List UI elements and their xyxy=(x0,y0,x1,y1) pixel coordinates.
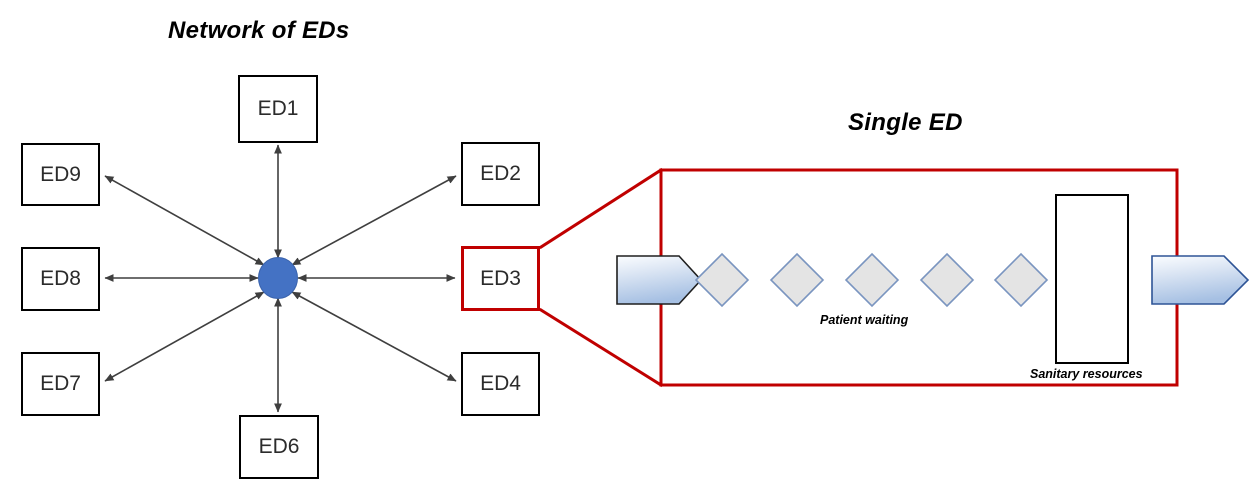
single-ed-panel-title: Single ED xyxy=(848,109,963,136)
ed-node-label: ED7 xyxy=(40,372,81,395)
ed-node-label: ED4 xyxy=(480,372,521,395)
edge-hub-ed7 xyxy=(104,291,265,382)
edge-hub-ed2 xyxy=(291,175,457,266)
ed-node-ed7[interactable]: ED7 xyxy=(21,352,100,416)
ed-node-label: ED3 xyxy=(480,266,521,290)
ed-node-ed1[interactable]: ED1 xyxy=(238,75,318,143)
patient-diamond xyxy=(993,252,1049,308)
patient-discharge-arrow xyxy=(1151,255,1250,305)
ed-node-label: ED6 xyxy=(258,435,300,458)
sanitary-resources-box xyxy=(1055,194,1129,364)
ed-node-ed3[interactable]: ED3 xyxy=(461,246,540,311)
network-edges xyxy=(104,144,457,413)
patient-diamond xyxy=(769,252,825,308)
sanitary-resources-label: Sanitary resources xyxy=(1030,367,1143,381)
ed-node-ed2[interactable]: ED2 xyxy=(461,142,540,206)
patient-queue-diamonds xyxy=(694,252,1049,308)
network-panel-title: Network of EDs xyxy=(168,17,350,44)
callout-line-top xyxy=(538,167,664,250)
ed-node-label: ED2 xyxy=(480,162,521,185)
patient-waiting-label: Patient waiting xyxy=(820,313,909,327)
patient-diamond xyxy=(844,252,900,308)
ed-node-ed6[interactable]: ED6 xyxy=(239,415,319,479)
edge-hub-ed9 xyxy=(104,175,265,266)
edge-hub-ed4 xyxy=(291,291,457,382)
network-hub-node[interactable] xyxy=(258,257,298,299)
patient-diamond xyxy=(919,252,975,308)
ed-node-label: ED9 xyxy=(40,162,81,186)
ed-node-label: ED8 xyxy=(40,267,81,290)
ed-node-label: ED1 xyxy=(257,97,299,120)
patient-diamond xyxy=(694,252,750,308)
patient-arrival-arrow xyxy=(616,255,703,305)
ed-node-ed8[interactable]: ED8 xyxy=(21,247,100,311)
callout-line-bottom xyxy=(538,307,664,388)
ed-node-ed4[interactable]: ED4 xyxy=(461,352,540,416)
ed-node-ed9[interactable]: ED9 xyxy=(21,143,100,206)
callout-connectors xyxy=(538,167,664,388)
